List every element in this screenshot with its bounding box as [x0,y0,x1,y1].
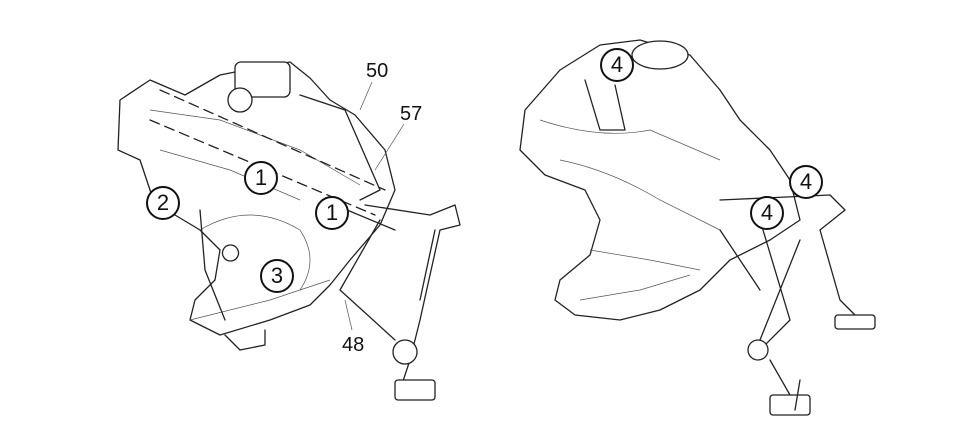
callout-1-lower: 1 [315,196,349,230]
callout-2: 2 [146,186,180,220]
callout-1-upper: 1 [244,161,278,195]
ref-numeral-57: 57 [400,103,423,125]
callout-4-top: 4 [600,48,634,82]
left-view-fuel-tank-frame [117,61,461,401]
ref-numeral-50: 50 [366,60,389,82]
ref-numeral-48: 48 [342,334,365,356]
callout-4-right: 4 [789,165,823,199]
callout-4-middle: 4 [750,196,784,230]
callout-3: 3 [260,259,294,293]
right-view-fuel-tank-frame [519,39,876,416]
